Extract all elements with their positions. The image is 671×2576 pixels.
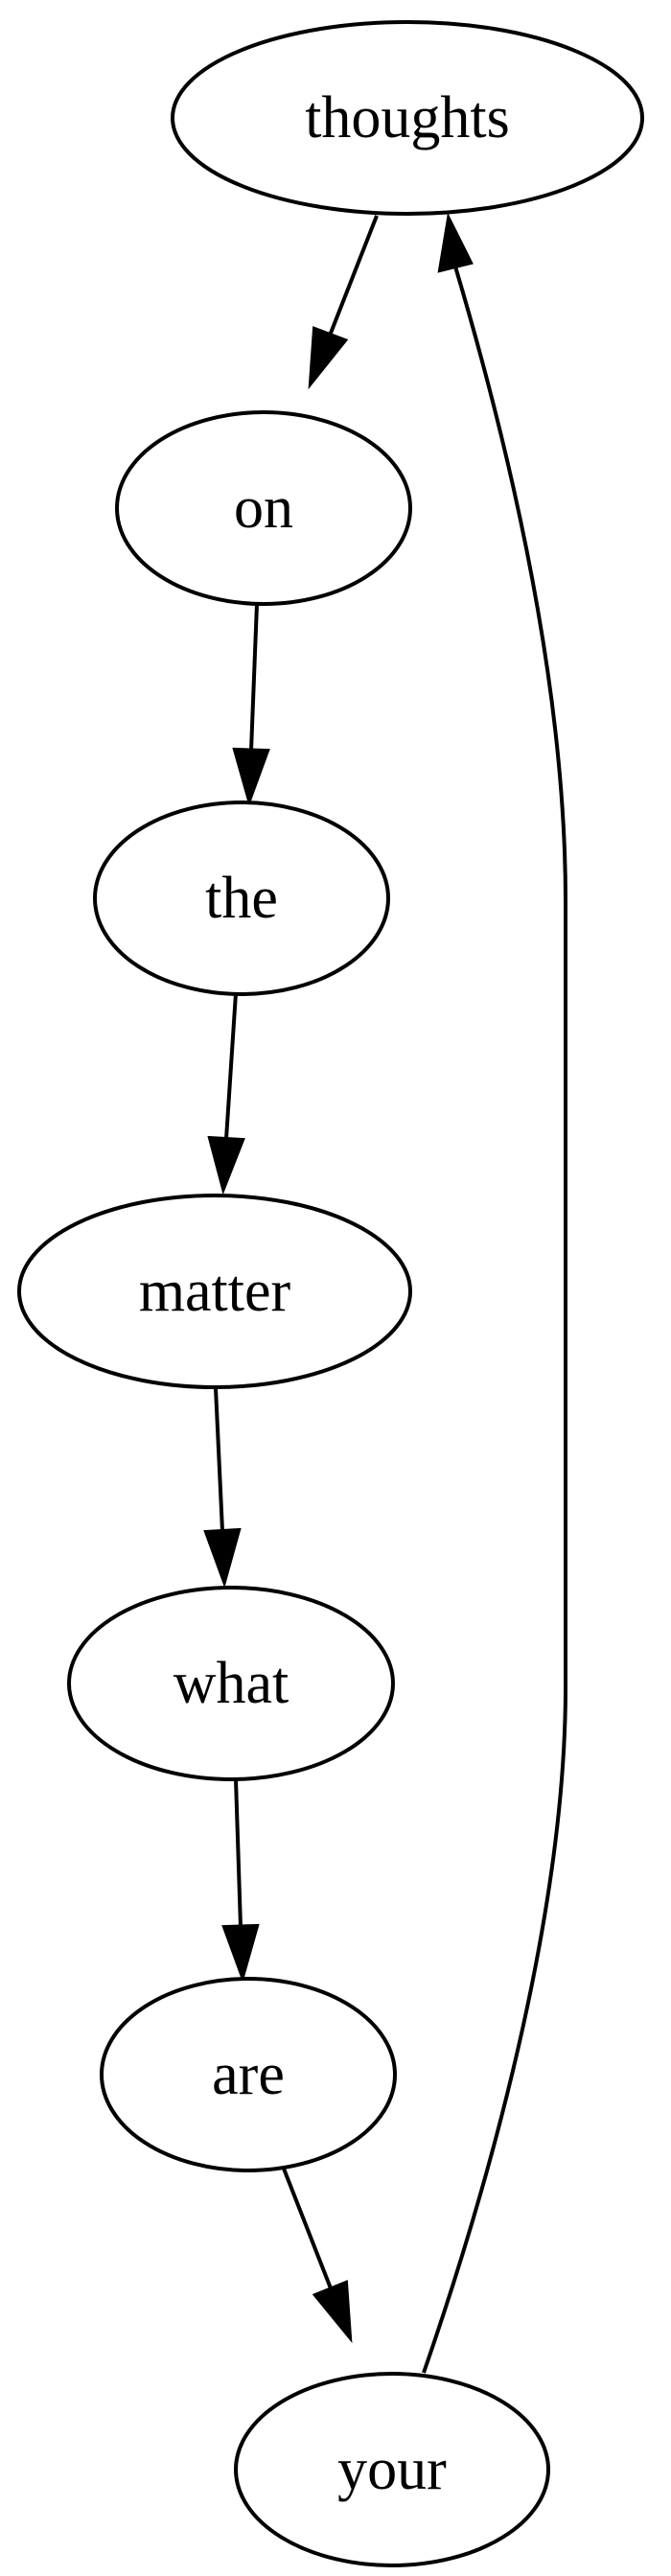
node-label-on: on: [234, 476, 293, 541]
node-label-matter: matter: [139, 1259, 291, 1324]
node-label-your: your: [337, 2437, 447, 2502]
edge-the-matter: [207, 992, 245, 1195]
nodes: thoughts on the matter what are your: [17, 20, 644, 2567]
node-matter: matter: [17, 1194, 412, 1389]
node-your: your: [234, 2372, 550, 2567]
node-are: are: [100, 1977, 397, 2172]
edge-on-the: [232, 603, 270, 807]
node-label-are: are: [212, 2042, 285, 2107]
edges: [203, 212, 567, 2374]
node-label-what: what: [174, 1651, 289, 1716]
node-the: the: [93, 801, 390, 996]
node-label-the: the: [205, 866, 278, 931]
edge-thoughts-on: [308, 215, 379, 390]
node-label-thoughts: thoughts: [305, 85, 510, 151]
edge-are-your: [282, 2168, 353, 2344]
edge-what-are: [221, 1778, 260, 1984]
node-on: on: [115, 410, 412, 606]
node-thoughts: thoughts: [171, 20, 644, 216]
edge-your-thoughts: [422, 212, 567, 2374]
node-what: what: [67, 1586, 395, 1781]
edge-matter-what: [203, 1387, 242, 1589]
